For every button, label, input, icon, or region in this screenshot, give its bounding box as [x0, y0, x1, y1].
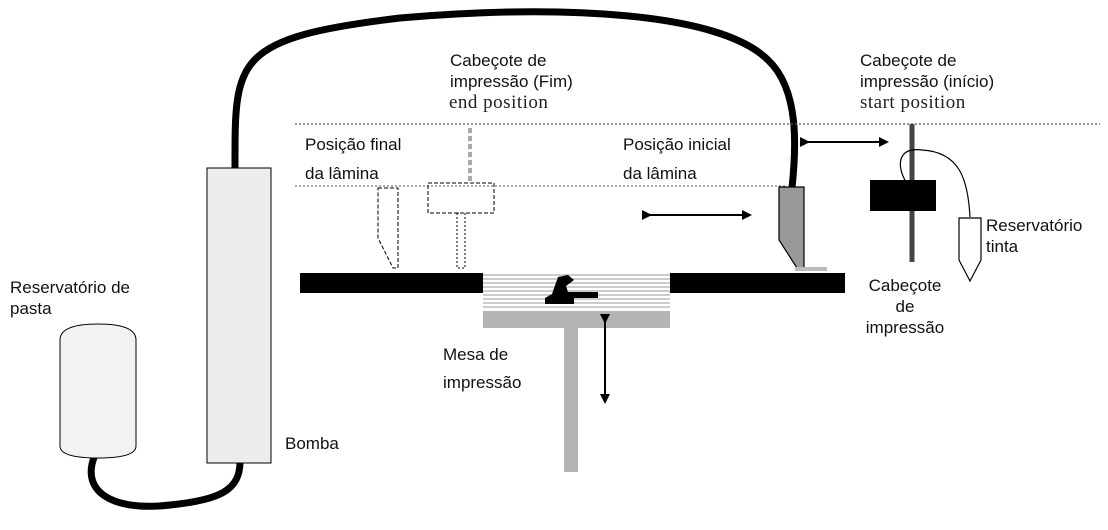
paste-reservoir	[59, 323, 137, 459]
blade-final-label: Posição final da lâmina	[305, 130, 401, 188]
pump-tube	[87, 451, 244, 510]
start-position-label: start position	[860, 92, 966, 113]
head-start-label-line1: Cabeçote de	[860, 51, 957, 70]
print-bed-right	[670, 273, 845, 293]
ink-reservoir-label-line1: Reservatório	[986, 216, 1083, 235]
paste-reservoir-label-line1: Reservatório de	[10, 278, 131, 297]
ghost-blade	[377, 187, 399, 269]
ink-reservoir	[958, 217, 982, 283]
ink-reservoir-label-line2: tinta	[986, 237, 1019, 256]
end-position-label: end position	[449, 92, 549, 113]
print-table	[483, 311, 670, 328]
powder-layers	[483, 273, 670, 311]
print-head-label: Cabeçote de impressão	[852, 275, 958, 338]
print-head-label-line2: de	[895, 297, 915, 316]
head-end-label: Cabeçote de impressão (Fim)	[450, 50, 573, 92]
paste-tube	[231, 8, 799, 192]
pump-label: Bomba	[285, 434, 339, 453]
blade-final-label-line2: da lâmina	[305, 164, 379, 183]
blade-tip	[795, 267, 827, 271]
blade-final-label-line1: Posição final	[305, 135, 402, 154]
blade-initial-label: Posição inicial da lâmina	[623, 130, 731, 188]
head-end-label-line2: impressão (Fim)	[450, 72, 573, 91]
head-end-label-line1: Cabeçote de	[450, 51, 547, 70]
pump-body	[206, 167, 272, 464]
print-head-label-line3: impressão	[865, 318, 945, 337]
print-bed-left	[300, 273, 483, 293]
blade-initial-label-line1: Posição inicial	[623, 135, 731, 154]
ink-tube	[899, 149, 971, 218]
print-table-label-line2: impressão	[443, 373, 522, 392]
ink-reservoir-label: Reservatório tinta	[986, 215, 1082, 257]
print-head	[870, 180, 936, 211]
table-piston	[564, 328, 578, 472]
blade	[778, 186, 805, 269]
ghost-nozzle	[456, 212, 466, 269]
print-table-label: Mesa de impressão	[443, 341, 521, 397]
paste-reservoir-label: Reservatório de pasta	[10, 277, 130, 319]
print-table-label-line1: Mesa de	[443, 345, 509, 364]
print-head-label-line1: Cabeçote	[868, 276, 942, 295]
blade-initial-label-line2: da lâmina	[623, 164, 697, 183]
head-start-label: Cabeçote de impressão (início)	[860, 50, 994, 92]
head-start-label-line2: impressão (início)	[860, 72, 995, 91]
paste-reservoir-label-line2: pasta	[10, 299, 52, 318]
ghost-print-head	[427, 182, 495, 214]
printed-part	[545, 275, 598, 304]
